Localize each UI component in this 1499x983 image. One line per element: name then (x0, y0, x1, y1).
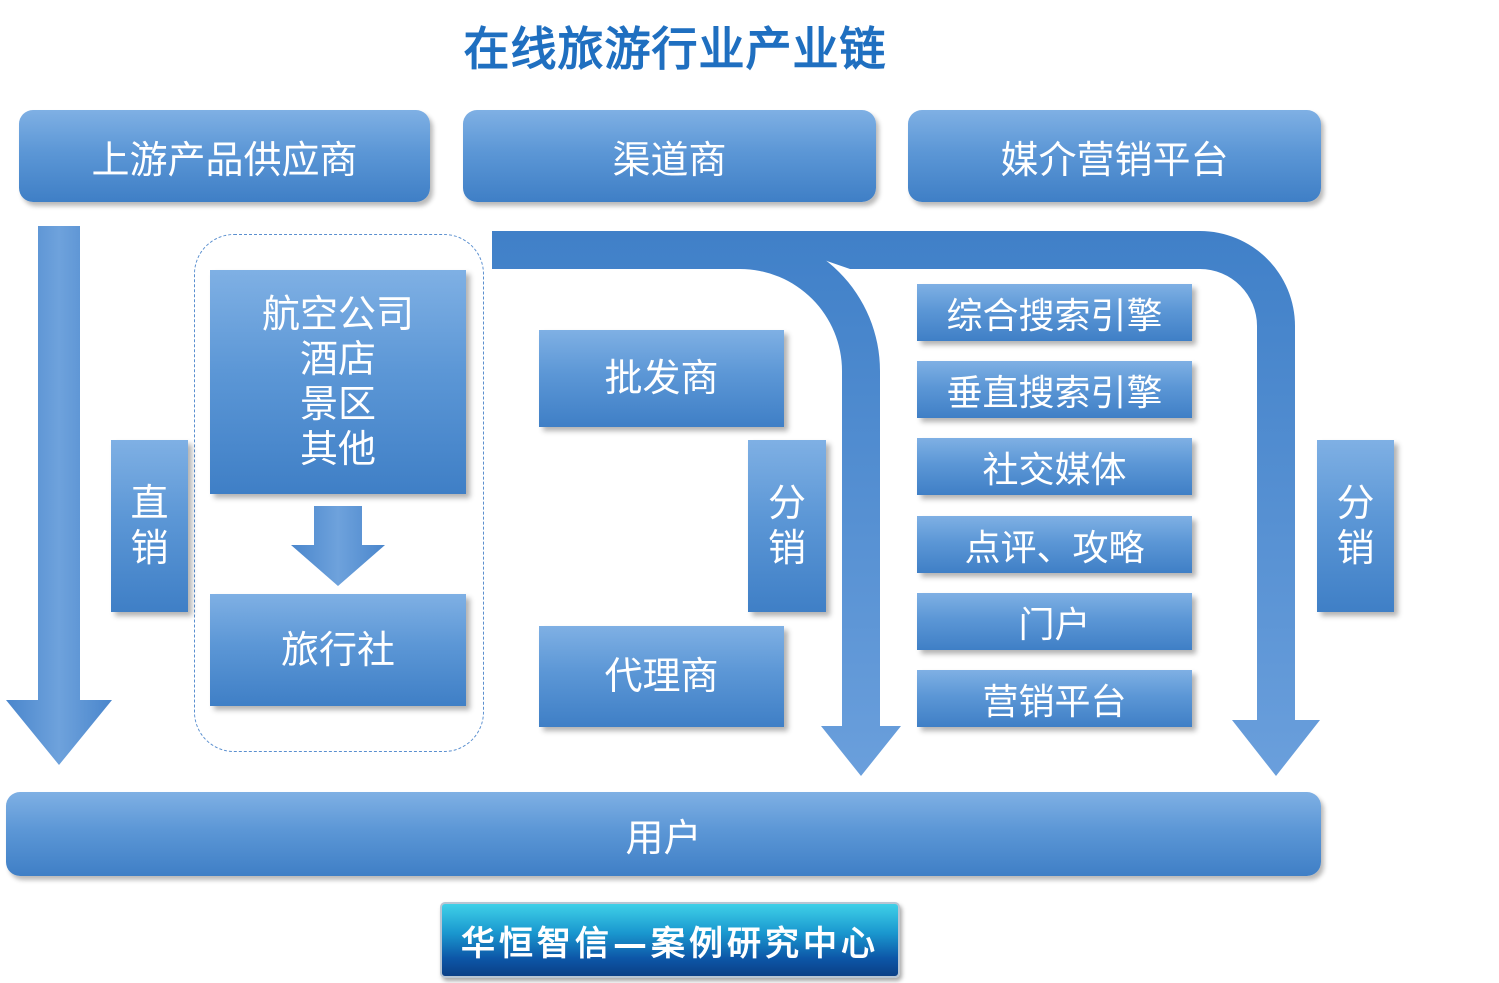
direct-sales-label: 直销 (130, 481, 169, 570)
research-center-label: 华恒智信—案例研究中心 (461, 923, 879, 964)
supplier-group-outline (194, 234, 484, 752)
media-item-label: 垂直搜索引擎 (946, 372, 1163, 414)
channel-header: 渠道商 (463, 110, 876, 202)
media-curve-arrow (740, 231, 1320, 776)
user-label: 用户 (625, 815, 702, 860)
direct-sales-label-box: 直销 (111, 440, 188, 612)
media-item-label: 门户 (1018, 604, 1091, 646)
media-platform-label: 媒介营销平台 (1000, 137, 1229, 182)
media-item-reviews-guides: 点评、攻略 (917, 516, 1192, 573)
distribution-label-mid: 分销 (767, 481, 806, 570)
page-title: 在线旅游行业产业链 (463, 22, 887, 76)
agent-box: 代理商 (539, 626, 784, 727)
upstream-supplier-header: 上游产品供应商 (19, 110, 430, 202)
media-item-label: 社交媒体 (982, 449, 1127, 491)
research-center-banner: 华恒智信—案例研究中心 (440, 902, 900, 978)
media-item-portal: 门户 (917, 593, 1192, 650)
distribution-label-box-mid: 分销 (748, 440, 826, 612)
media-platform-header: 媒介营销平台 (908, 110, 1321, 202)
distribution-label-box-right: 分销 (1317, 440, 1394, 612)
wholesaler-label: 批发商 (604, 356, 719, 400)
direct-arrow (6, 226, 112, 765)
user-bar: 用户 (6, 792, 1321, 876)
media-item-social-media: 社交媒体 (917, 438, 1192, 495)
distribution-label-right: 分销 (1336, 481, 1375, 570)
supplier-list-text: 航空公司 酒店 景区 其他 (261, 292, 414, 471)
supplier-down-arrow (291, 506, 385, 586)
wholesaler-box: 批发商 (539, 330, 784, 427)
media-item-vertical-search: 垂直搜索引擎 (917, 361, 1192, 418)
media-item-label: 营销平台 (982, 681, 1127, 723)
upstream-supplier-label: 上游产品供应商 (91, 137, 358, 182)
channel-curve-arrow (492, 231, 901, 776)
supplier-list-box: 航空公司 酒店 景区 其他 (210, 270, 466, 494)
media-item-label: 综合搜索引擎 (946, 295, 1163, 337)
media-item-search-engine: 综合搜索引擎 (917, 284, 1192, 341)
media-item-label: 点评、攻略 (964, 527, 1145, 569)
travel-agency-label: 旅行社 (280, 627, 395, 672)
channel-label: 渠道商 (612, 137, 727, 182)
media-item-marketing-platform: 营销平台 (917, 670, 1192, 727)
travel-agency-box: 旅行社 (210, 594, 466, 706)
agent-label: 代理商 (604, 654, 719, 698)
